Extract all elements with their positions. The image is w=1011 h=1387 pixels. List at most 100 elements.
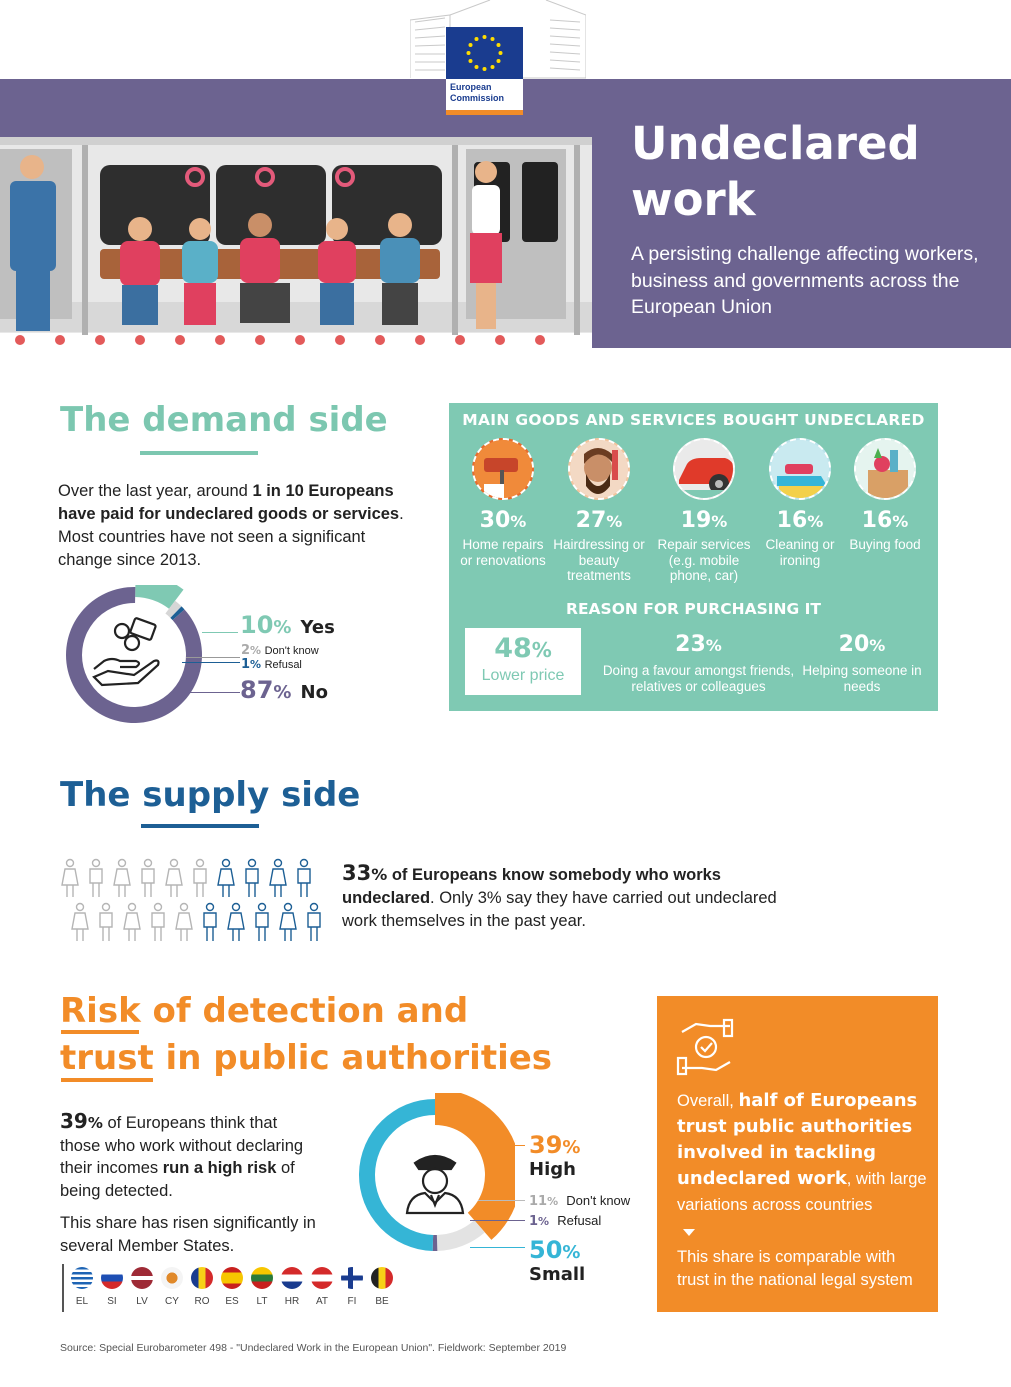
people-pictogram xyxy=(61,858,321,941)
austria-flag-icon xyxy=(311,1267,333,1289)
goods-item-cleaning: 16% Cleaning or ironing xyxy=(752,438,848,568)
eu-flag-icon xyxy=(446,27,523,79)
demand-underline xyxy=(140,451,258,455)
food-bag-icon xyxy=(854,438,916,500)
flag-si: SI xyxy=(100,1267,124,1307)
donut-slice-high xyxy=(435,1093,515,1240)
person-icon xyxy=(203,902,217,941)
person-icon xyxy=(193,858,207,897)
belgium-flag-icon xyxy=(371,1267,393,1289)
flag-be: BE xyxy=(370,1267,394,1307)
refusal-line xyxy=(182,662,240,663)
handshake-check-icon xyxy=(676,1018,734,1076)
person-icon xyxy=(151,902,165,941)
person-icon xyxy=(99,902,113,941)
risk-heading: Risk of detection and trust in public au… xyxy=(60,991,553,1078)
page-title: Undeclared work xyxy=(631,117,920,226)
risk-legend-lines xyxy=(470,1130,530,1260)
person-icon xyxy=(269,858,287,897)
person-icon xyxy=(297,858,311,897)
no-line xyxy=(186,692,240,693)
flag-lv: LV xyxy=(130,1267,154,1307)
risk-small-label: 50% Small xyxy=(529,1236,586,1285)
lithuania-flag-icon xyxy=(251,1267,273,1289)
risk-donut-chart xyxy=(358,1093,515,1251)
supply-text: 33% of Europeans know somebody who works… xyxy=(342,861,777,931)
flag-lt: LT xyxy=(250,1267,274,1307)
triangle-down-icon xyxy=(683,1229,695,1236)
risk-text-2: This share has risen significantly in se… xyxy=(60,1214,316,1255)
person-icon xyxy=(141,858,155,897)
flag-el: EL xyxy=(70,1267,94,1307)
donut-slice-refusal xyxy=(170,606,185,621)
high-line xyxy=(500,1145,525,1146)
flag-ro: RO xyxy=(190,1267,214,1307)
cyprus-flag-icon xyxy=(161,1267,183,1289)
person-icon xyxy=(255,902,269,941)
goods-item-repair-services: 19% Repair services (e.g. mobile phone, … xyxy=(656,438,752,584)
demand-refusal-label: 1% Refusal xyxy=(241,657,302,672)
dont-know-line xyxy=(478,1200,525,1201)
demand-legend xyxy=(180,605,360,705)
donut-slice-small xyxy=(358,1099,435,1251)
flag-es: ES xyxy=(220,1267,244,1307)
person-icon xyxy=(217,858,235,897)
finland-flag-icon xyxy=(341,1267,363,1289)
reason-helping: 20% Helping someone in needs xyxy=(802,632,922,694)
flag-fi: FI xyxy=(340,1267,364,1307)
supply-heading: The supply side xyxy=(60,775,361,815)
greece-flag-icon xyxy=(71,1267,93,1289)
flag-hr: HR xyxy=(280,1267,304,1307)
demand-text: Over the last year, around 1 in 10 Europ… xyxy=(58,482,404,569)
person-icon xyxy=(165,858,183,897)
risk-refusal-label: 1% Refusal xyxy=(529,1213,602,1229)
reason-lower-price: 48% Lower price xyxy=(465,628,581,695)
demand-heading: The demand side xyxy=(60,400,388,440)
reason-title: REASON FOR PURCHASING IT xyxy=(566,600,821,618)
yes-line xyxy=(202,632,238,633)
spain-flag-icon xyxy=(221,1267,243,1289)
trust-underline xyxy=(61,1078,153,1082)
goods-title: MAIN GOODS AND SERVICES BOUGHT UNDECLARE… xyxy=(462,411,925,429)
trust-text-2: This share is comparable with trust in t… xyxy=(677,1248,913,1289)
small-line xyxy=(470,1247,525,1248)
person-icon xyxy=(71,902,89,941)
person-icon xyxy=(307,902,321,941)
donut-slice-yes xyxy=(135,585,184,609)
flag-cy: CY xyxy=(160,1267,184,1307)
person-icon xyxy=(123,902,141,941)
car-repair-icon xyxy=(673,438,735,500)
person-icon xyxy=(89,858,103,897)
page-subtitle: A persisting challenge affecting workers… xyxy=(631,243,979,318)
demand-no-label: 87% No xyxy=(240,676,328,704)
goods-item-home-repairs: 30% Home repairs or renovations xyxy=(455,438,551,568)
person-icon xyxy=(227,902,245,941)
risk-text: 39% of Europeans think that those who wo… xyxy=(60,1109,304,1200)
iron-icon xyxy=(769,438,831,500)
romania-flag-icon xyxy=(191,1267,213,1289)
person-icon xyxy=(175,902,193,941)
hand-money-icon xyxy=(92,617,160,687)
person-icon xyxy=(113,858,131,897)
member-state-flags: EL SI LV CY RO ES LT HR AT FI BE xyxy=(62,1264,402,1312)
flag-at: AT xyxy=(310,1267,334,1307)
slovenia-flag-icon xyxy=(101,1267,123,1289)
paint-roller-icon xyxy=(472,438,534,500)
dont-know-line xyxy=(186,657,240,658)
person-icon xyxy=(245,858,259,897)
donut-slice-don-t-know xyxy=(165,600,182,618)
reason-favour: 23% Doing a favour amongst friends, rela… xyxy=(602,632,795,694)
person-icon xyxy=(61,858,79,897)
logo-bar xyxy=(446,110,523,115)
hairdresser-icon xyxy=(568,438,630,500)
demand-donut-chart xyxy=(66,585,203,723)
goods-item-food: 16% Buying food xyxy=(837,438,933,553)
risk-high-label: 39% High xyxy=(529,1131,581,1180)
croatia-flag-icon xyxy=(281,1267,303,1289)
risk-dontknow-label: 11% Don't know xyxy=(529,1193,631,1209)
logo-text: European Commission xyxy=(450,82,505,103)
donut-slice-refusal xyxy=(432,1234,438,1251)
donut-slice-don-t-know xyxy=(436,1220,485,1251)
source-note: Source: Special Eurobarometer 498 - "Und… xyxy=(60,1342,567,1354)
refusal-line xyxy=(470,1220,525,1221)
